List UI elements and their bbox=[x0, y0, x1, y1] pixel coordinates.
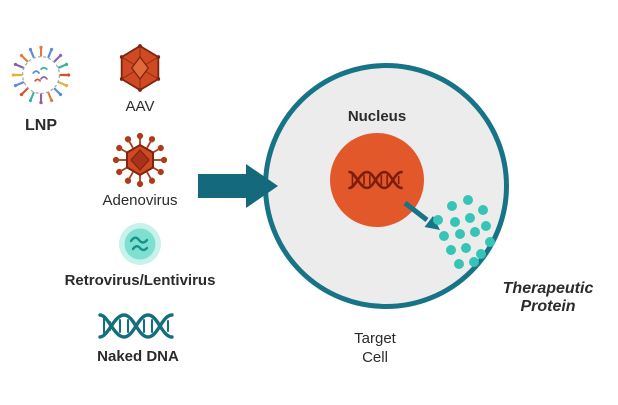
nucleus-label: Nucleus bbox=[347, 108, 407, 125]
therapeutic-protein-line1: Therapeutic bbox=[502, 280, 594, 297]
adenovirus-label: Adenovirus bbox=[102, 192, 178, 209]
nucleus-icon bbox=[330, 133, 424, 227]
delivery-arrow-icon bbox=[198, 164, 278, 208]
delivery-arrow-shaft bbox=[198, 174, 246, 198]
lnp-icon bbox=[11, 45, 71, 105]
retrovirus-icon bbox=[119, 223, 161, 265]
target-cell-label: Target Cell bbox=[335, 330, 415, 368]
aav-label: AAV bbox=[125, 98, 155, 115]
nucleus-dna-icon bbox=[348, 170, 403, 190]
therapeutic-protein-label: Therapeutic Protein bbox=[492, 280, 604, 316]
therapeutic-protein-line2: Protein bbox=[520, 298, 576, 315]
target-cell-line1: Target bbox=[354, 330, 396, 347]
retrovirus-label: Retrovirus/Lentivirus bbox=[64, 272, 216, 289]
target-cell-line2: Cell bbox=[362, 348, 388, 366]
lnp-label: LNP bbox=[25, 117, 57, 134]
delivery-arrow-head bbox=[246, 164, 278, 208]
adenovirus-icon bbox=[112, 132, 168, 188]
naked-dna-icon bbox=[98, 313, 174, 339]
naked-dna-label: Naked DNA bbox=[97, 348, 179, 365]
aav-icon bbox=[119, 44, 161, 92]
